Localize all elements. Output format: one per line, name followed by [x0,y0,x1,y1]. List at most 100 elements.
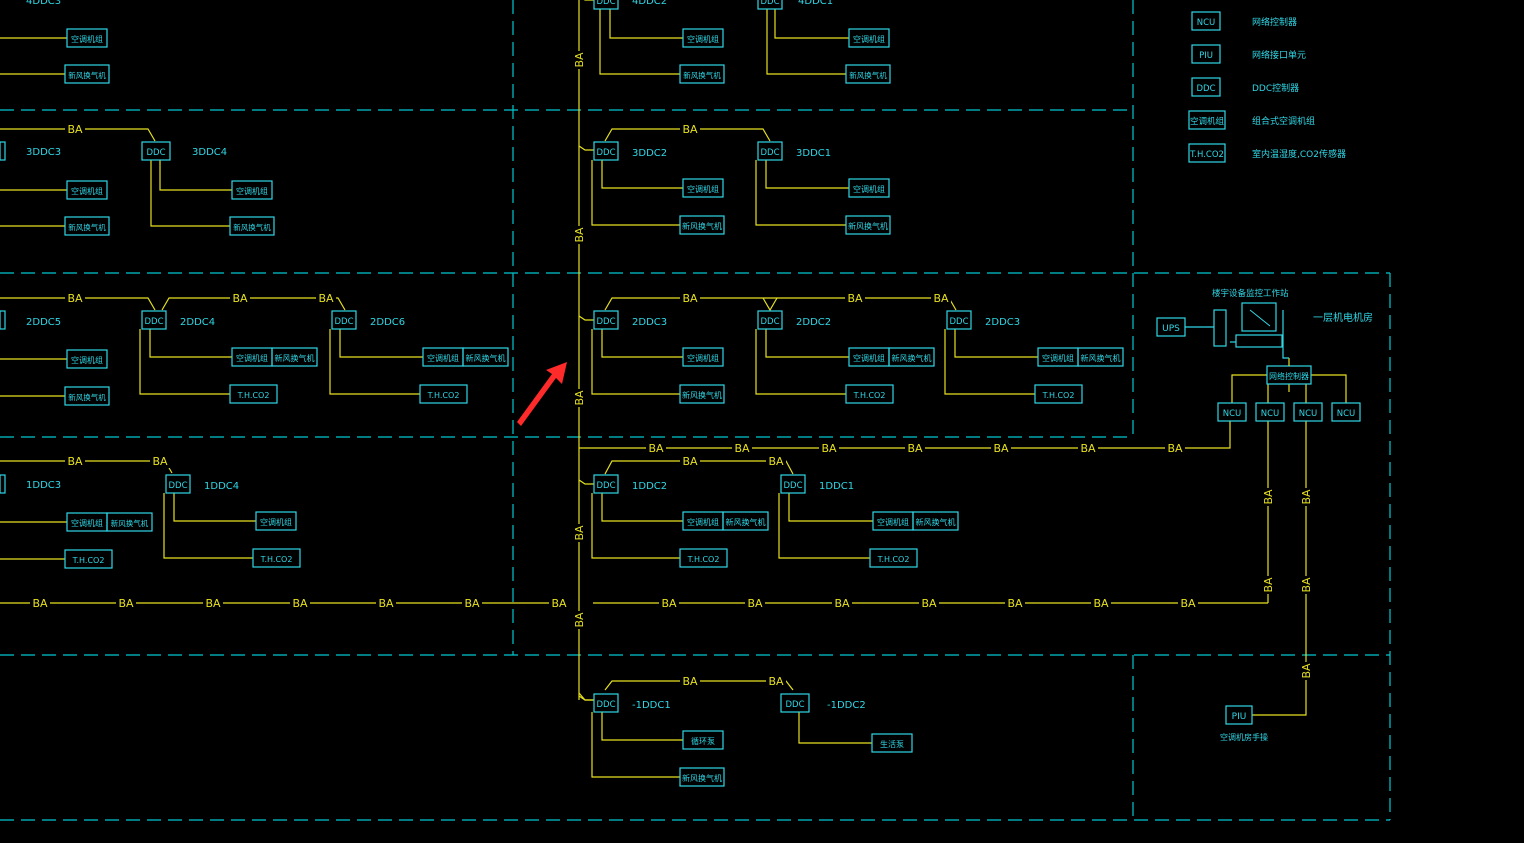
device-d2ddc6-0b-box [462,347,509,367]
ddc-dm2-box [780,693,810,713]
lower-ba-2: BA [205,597,221,610]
legend-code-0: NCU [1197,18,1216,28]
device-d2ddc2-0b-box [888,347,935,367]
ddc-name-d3ddc1: 3DDC1 [796,148,831,159]
f2-edge-box [0,310,6,330]
lower-ba-7: BA [661,597,677,610]
device-d2ddc3b-1-label: T.H.CO2 [1042,391,1075,400]
ddc-name-d4ddc3: 4DDC3 [26,0,61,7]
ddc-name-d2ddc2: 2DDC2 [796,317,831,328]
ddc-name-d2ddc5: 2DDC5 [26,317,61,328]
backbone-ba-floor1: BA [573,525,586,541]
f3-fresh-4-box [229,216,275,236]
f2-ba-d: BA [682,292,698,305]
trunk-ba-1: BA [734,442,750,455]
ddc-branch [788,493,873,522]
ncu1-label: NCU [1223,409,1242,419]
workstation-label: 楼宇设备监控工作站 [1212,288,1289,299]
ddc-branch [954,329,1038,358]
f4-ahu-left-label: 空调机组 [71,34,103,44]
lower-ba-10: BA [921,597,937,610]
f2-ba-b: BA [232,292,248,305]
ddc-d3ddc2-box [593,141,619,161]
device-d3ddc2-0-box [682,178,724,198]
ddc-name-d4ddc2: 4DDC2 [632,0,667,7]
bus-label-bg [991,441,1011,455]
bus-label-bg [1299,662,1313,680]
device-d2ddc4-0b-box [271,347,318,367]
device-d1ddc4-0-box [255,511,297,531]
wire [0,460,173,474]
bus-label-bg [745,596,765,610]
legend-code-2: DDC [1196,84,1215,94]
piu-unit-label: PIU [1232,712,1247,722]
f3-fresh-l-label: 新风换气机 [68,222,106,232]
fb-ba-a: BA [682,675,698,688]
machine-room [1213,302,1290,366]
ups-unit-box [1156,317,1186,337]
device-d2ddc6-0-label: 空调机组 [427,353,459,363]
device-d3ddc1-0-box [848,178,890,198]
ddc-d4ddc1-box [757,0,783,10]
ddc-d4ddc1-label: DDC [760,0,779,7]
wire [762,297,778,312]
ddc-d2ddc2-box [757,310,783,330]
wire [0,297,156,311]
ddc-branch [601,160,683,189]
ddc-branch [944,329,1035,395]
bus-label-bg [931,291,951,305]
ncu-v-ba-2: BA [1262,577,1275,593]
ddc-branch [329,329,420,395]
f4-fresh-1-box [679,64,725,84]
device-d3ddc1-0-label: 空调机组 [853,184,885,194]
legend-symbol-4 [1188,143,1226,163]
bus-label-bg [1165,441,1185,455]
wire [1282,310,1289,359]
bus-label-bg [572,611,586,629]
ddc-name-d2ddc6: 2DDC6 [370,317,405,328]
ddc-name-d3ddc2: 3DDC2 [632,148,667,159]
device-d2ddc3b-0b-label: 新风换气机 [1081,353,1121,363]
device-dm1-1-label: 新风换气机 [682,773,722,783]
f4-ahu-2-label: 空调机组 [853,34,885,44]
bus-label-bg [65,291,85,305]
ddc-d3ddc1-box [757,141,783,161]
ddc-d2ddc4-label: DDC [144,317,163,327]
f1-ba-c: BA [682,455,698,468]
device-d1ddc2-1-label: T.H.CO2 [687,555,720,564]
ddc-branch [339,329,423,358]
f1-thco2-l-label: T.H.CO2 [72,556,105,565]
device-d2ddc6-0b-label: 新风换气机 [466,353,506,363]
ddc-d1ddc4-box [165,474,191,494]
f4-ahu-left-box [66,28,108,48]
legend-code-3: 空调机组 [1190,116,1225,127]
ddc-d1ddc4-label: DDC [168,481,187,491]
ddc-branch [778,493,870,559]
f2-ba-c: BA [318,292,334,305]
ddc-branch [591,329,680,395]
f2-ba-e: BA [847,292,863,305]
bus-label-bg [680,674,700,688]
bus-label-bg [549,596,569,610]
legend-text-1: 网络接口单元 [1252,49,1306,61]
backbone-tap-3 [578,145,594,151]
device-d1ddc2-1-box [679,548,728,568]
legend-symbol-0 [1191,11,1221,31]
ncu2-label: NCU [1261,409,1280,419]
ddc-branch [591,493,680,559]
bus-label-bg [1005,596,1025,610]
f3-edge-box [0,141,6,161]
lower-ba-12: BA [1093,597,1109,610]
ddc-branch [765,329,849,358]
bus-label-bg [116,596,136,610]
f3-ahu-4-box [231,180,273,200]
device-d1ddc1-0-label: 空调机组 [877,517,909,527]
device-d2ddc3b-1-box [1034,384,1083,404]
backbone-ba-floorB: BA [573,612,586,628]
f4-ahu-2-box [848,28,890,48]
f4-fresh-2-box [845,64,891,84]
device-d1ddc4-1-box [252,548,301,568]
bus-label-bg [1299,488,1313,506]
ddc-name-d1ddc1: 1DDC1 [819,481,854,492]
wire [798,712,872,744]
